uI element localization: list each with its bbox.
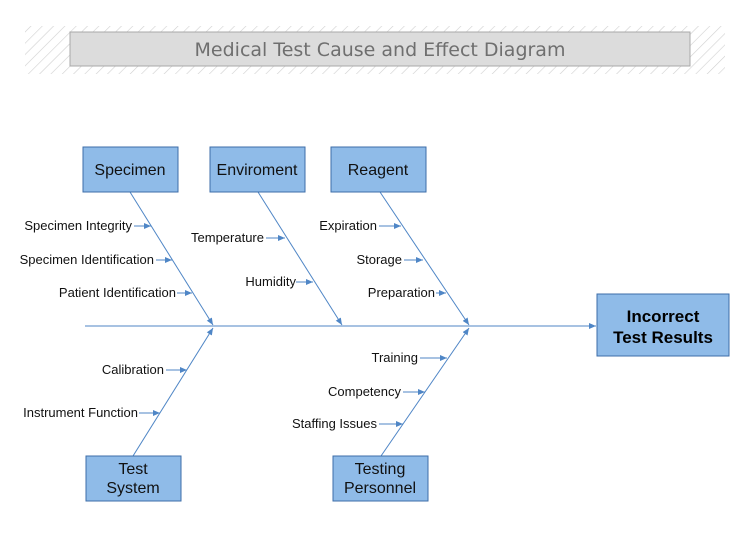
test-system-label-line1: Test bbox=[118, 461, 148, 478]
reagent-box bbox=[330, 146, 427, 193]
cause-preparation: Preparation bbox=[368, 285, 435, 300]
testing-personnel-label-line1: Testing bbox=[355, 461, 406, 478]
test-system-bone bbox=[132, 327, 214, 457]
testing-personnel-box bbox=[332, 455, 429, 502]
effect-label-line1: Incorrect bbox=[627, 307, 700, 326]
diagram-title: Medical Test Cause and Effect Diagram bbox=[195, 39, 566, 61]
cause-instrument-function: Instrument Function bbox=[23, 405, 138, 420]
cause-humidity: Humidity bbox=[245, 274, 296, 289]
testing-personnel-label-line2: Personnel bbox=[344, 480, 416, 497]
environment-box bbox=[209, 146, 306, 193]
cause-temperature: Temperature bbox=[191, 230, 264, 245]
specimen-box bbox=[82, 146, 179, 193]
test-system-box bbox=[85, 455, 182, 502]
cause-storage: Storage bbox=[356, 252, 402, 267]
cause-staffing-issues: Staffing Issues bbox=[292, 416, 378, 431]
cause-patient-identification: Patient Identification bbox=[59, 285, 176, 300]
specimen-label: Specimen bbox=[94, 162, 165, 179]
effect-label-line2: Test Results bbox=[613, 328, 713, 347]
cause-expiration: Expiration bbox=[319, 218, 377, 233]
title-bar bbox=[69, 31, 691, 67]
test-system-label-line2: System bbox=[106, 480, 159, 497]
reagent-bone bbox=[379, 191, 470, 326]
environment-label: Enviroment bbox=[217, 162, 298, 179]
cause-specimen-integrity: Specimen Integrity bbox=[24, 218, 132, 233]
environment-bone bbox=[257, 191, 343, 326]
reagent-label: Reagent bbox=[348, 162, 409, 179]
cause-calibration: Calibration bbox=[102, 362, 164, 377]
cause-competency: Competency bbox=[328, 384, 401, 399]
cause-training: Training bbox=[372, 350, 418, 365]
effect-box bbox=[596, 293, 730, 357]
cause-specimen-identification: Specimen Identification bbox=[20, 252, 154, 267]
